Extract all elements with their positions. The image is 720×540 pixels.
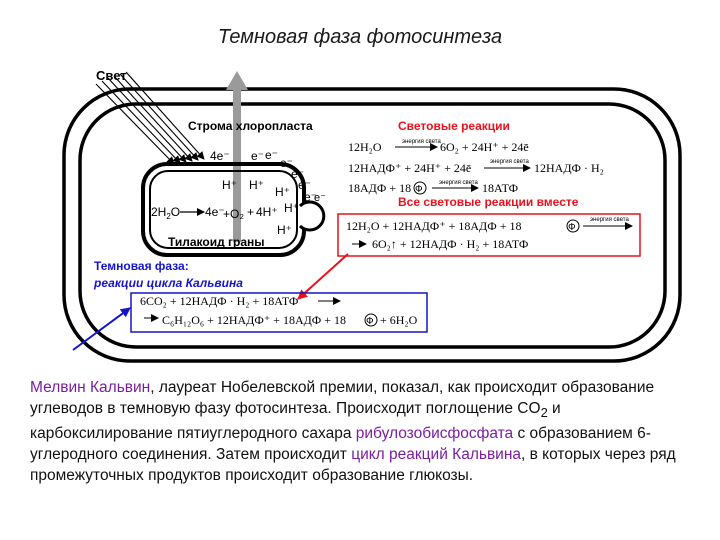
calvin-line-2: C₆H₁₂O₆ + 12НАДФ⁺ + 18АДФ + 18: [162, 313, 346, 327]
calvin-line-2-tail: + 6H₂O: [380, 313, 418, 327]
proton-label: H⁺: [222, 178, 237, 192]
electron-label: e⁻: [314, 192, 326, 204]
chloroplast-inner-membrane: [78, 102, 667, 349]
plus-sign: +: [247, 205, 254, 219]
phosphate-symbol: Ф: [366, 316, 374, 327]
paragraph-text: , лауреат Нобелевской премии, показал, к…: [30, 379, 655, 417]
electron-label: e⁻: [304, 190, 317, 204]
energy-label: энергия света: [439, 180, 478, 186]
phosphate-symbol: Ф: [415, 184, 423, 195]
description-paragraph: Мелвин Кальвин, лауреат Нобелевской прем…: [30, 377, 690, 486]
proton-label: H⁺: [284, 201, 299, 215]
slide-title: Темновая фаза фотосинтеза: [217, 26, 503, 48]
light-eq3-left: 18АДФ + 18: [348, 181, 411, 195]
chloroplast-outer-membrane: [62, 87, 682, 363]
plus-sign: +: [223, 207, 230, 221]
all-light-reactions-title: Все световые реакции вместе: [398, 195, 579, 209]
co2-input-arrow: [72, 307, 131, 351]
electron-label: e⁻: [265, 148, 278, 162]
light-reactions-summary-box: [337, 213, 641, 257]
thylakoid-label: Тилакоид граны: [168, 235, 265, 249]
electron-output-label: 4e⁻: [205, 205, 225, 219]
light-to-dark-arrow: [297, 253, 349, 300]
energy-label: энергия света: [590, 217, 629, 223]
proton-label: H⁺: [249, 178, 264, 192]
electron-label: e⁻: [291, 167, 304, 181]
light-eq2-right: 12НАДФ · H₂: [534, 161, 604, 175]
summary-line-2: 6O₂↑ + 12НАДФ · H₂ + 18АТФ: [372, 237, 528, 251]
electron-label: e⁻: [251, 149, 264, 163]
proton-label: H⁺: [277, 223, 292, 237]
paragraph-text: и карбоксилирование пятиуглеродного саха…: [30, 400, 561, 443]
electron-label: e⁻: [298, 178, 311, 192]
light-reactions-title: Световые реакции: [398, 119, 510, 133]
proton-label-4h: 4H⁺: [256, 205, 278, 219]
summary-line-1: 12H₂O + 12НАДФ⁺ + 18АДФ + 18: [346, 219, 521, 233]
calvin-link[interactable]: Мелвин Кальвин: [30, 379, 151, 396]
light-eq2-left: 12НАДФ⁺ + 24H⁺ + 24ē: [348, 161, 471, 175]
energy-label: энергия света: [490, 159, 529, 165]
proton-label: H⁺: [275, 185, 290, 199]
dark-phase-subtitle: реакции цикла Кальвина: [93, 276, 243, 290]
thylakoid-inner: [149, 170, 298, 249]
light-eq1-right: 6O₂ + 24H⁺ + 24ē: [440, 140, 529, 154]
light-eq1-left: 12H₂O: [348, 140, 382, 154]
calvin-cycle-link[interactable]: цикл реакций Кальвина: [351, 446, 522, 464]
water-label: 2H2O: [151, 205, 180, 221]
calvin-cycle-box: [130, 292, 428, 333]
stroma-label: Строма хлоропласта: [188, 119, 313, 133]
electron-label: e⁻: [280, 156, 293, 170]
oxygen-label: O₂: [230, 207, 244, 221]
light-eq3-right: 18АТФ: [482, 181, 518, 195]
atp-synthase: [298, 200, 326, 232]
phosphate-symbol: Ф: [568, 222, 576, 233]
paragraph-text: с образованием 6-углеродного соединения.…: [30, 425, 651, 464]
calvin-line-1: 6CO₂ + 12НАДФ · H₂ + 18АТФ: [140, 294, 298, 308]
electron-label-4e: 4e⁻: [210, 149, 230, 163]
dark-phase-title: Темновая фаза:: [94, 259, 189, 273]
light-label: Свет: [96, 68, 127, 83]
energy-label: энергия света: [402, 139, 441, 145]
paragraph-text: , в которых через ряд промежуточных прод…: [30, 446, 676, 485]
light-rays: [95, 71, 205, 165]
paragraph-subscript: 2: [540, 405, 548, 421]
ribulose-bisphosphate-link[interactable]: рибулозобисфосфата: [355, 425, 514, 443]
